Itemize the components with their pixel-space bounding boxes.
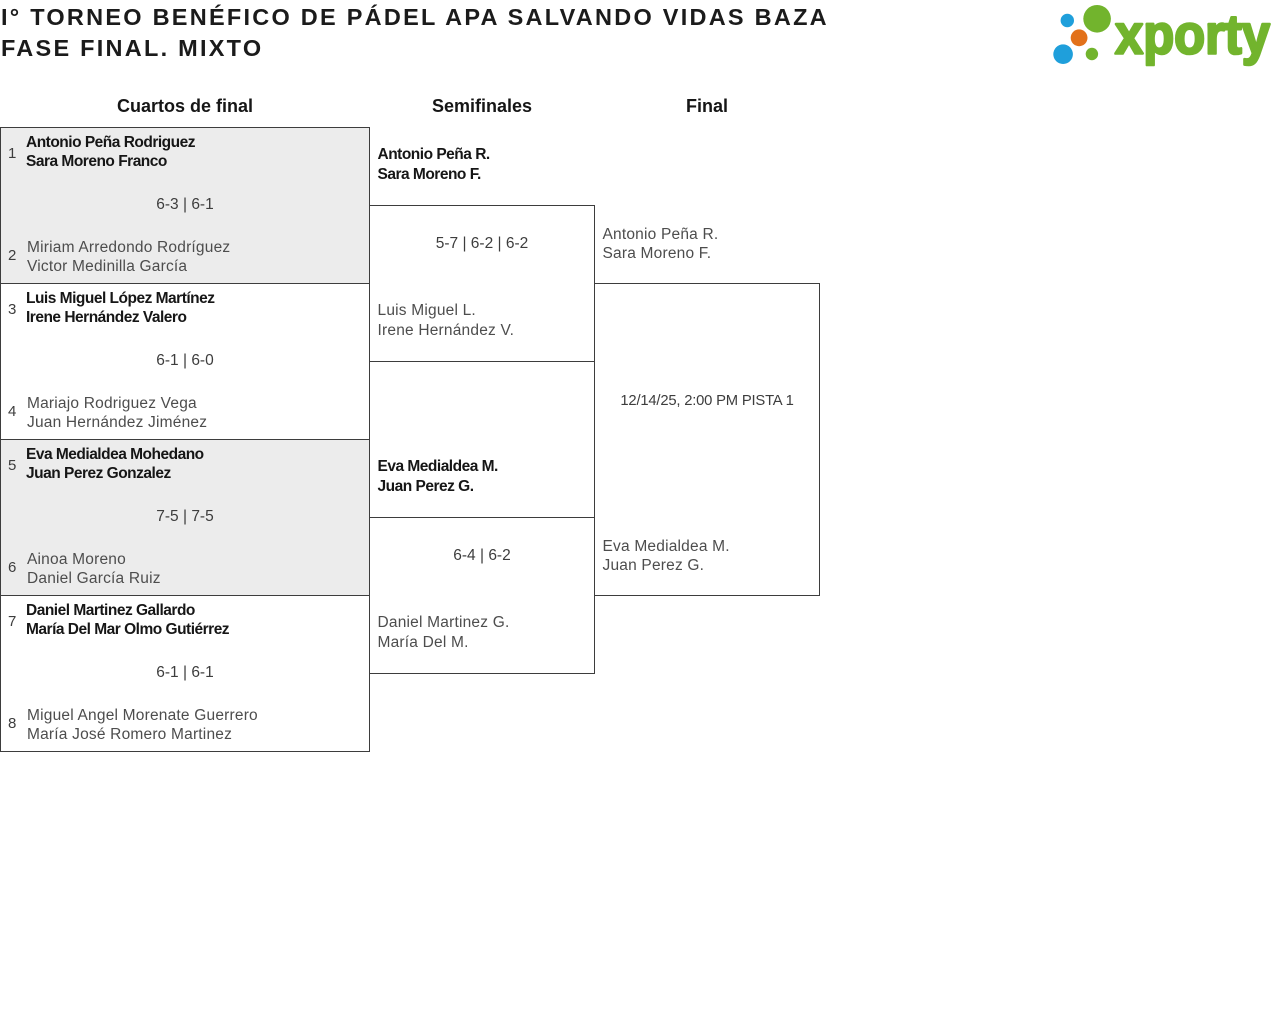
svg-text:xporty: xporty	[1115, 3, 1270, 66]
